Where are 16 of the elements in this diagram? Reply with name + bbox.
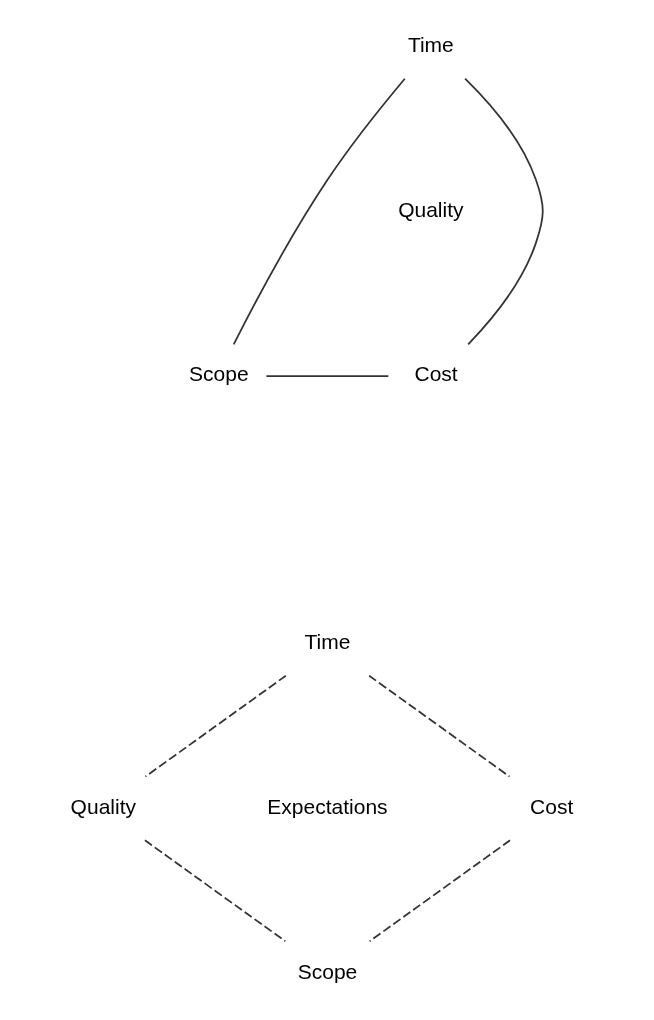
node-text: Cost [414,362,458,386]
label: Quality [397,197,464,221]
connector [367,674,510,778]
node-text: Time [304,630,350,654]
node-text: Time [407,33,454,57]
node-text: Scope [188,362,249,386]
node-text: Quality [70,795,136,819]
connector [265,375,389,377]
label: Expectations [266,795,388,819]
connector [463,77,544,346]
node-text: Cost [529,795,573,819]
connector [144,674,287,778]
connector [143,839,286,943]
connector [232,77,406,346]
connector [368,839,511,943]
node-text: Scope [297,959,357,983]
